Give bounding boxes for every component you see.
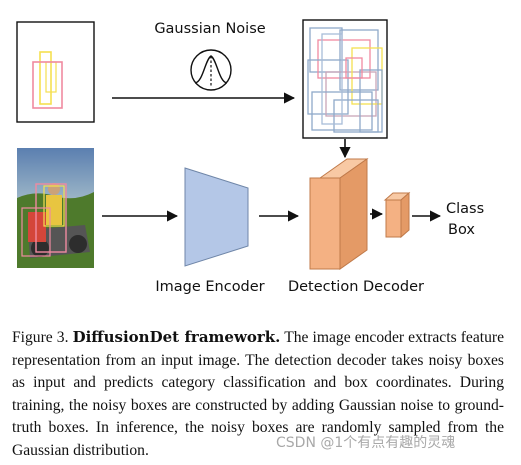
- input-image: [17, 148, 94, 268]
- prediction-head-block: [383, 191, 411, 239]
- detection-decoder-label: Detection Decoder: [288, 279, 424, 295]
- caption-prefix: Figure 3.: [12, 329, 69, 346]
- caption-title: DiffusionDet framework.: [72, 328, 281, 346]
- image-encoder-label: Image Encoder: [155, 279, 264, 295]
- diagram-canvas: Gaussian Noise Image Encoder Detec: [16, 19, 484, 295]
- output-box-label: Box: [448, 222, 475, 238]
- output-class-label: Class: [446, 201, 484, 217]
- figure-caption: Figure 3. DiffusionDet framework. The im…: [12, 326, 504, 463]
- ground-truth-boxes-panel: [16, 21, 95, 123]
- image-encoder-block: [184, 167, 249, 267]
- gaussian-noise-label: Gaussian Noise: [154, 21, 265, 37]
- watermark-text: CSDN @1个有点有趣的灵魂: [276, 435, 456, 451]
- gaussian-noise-icon: [190, 49, 232, 91]
- detection-decoder-block: [309, 158, 369, 270]
- noisy-boxes-panel: [302, 19, 388, 139]
- caption-body: The image encoder extracts feature repre…: [12, 329, 504, 459]
